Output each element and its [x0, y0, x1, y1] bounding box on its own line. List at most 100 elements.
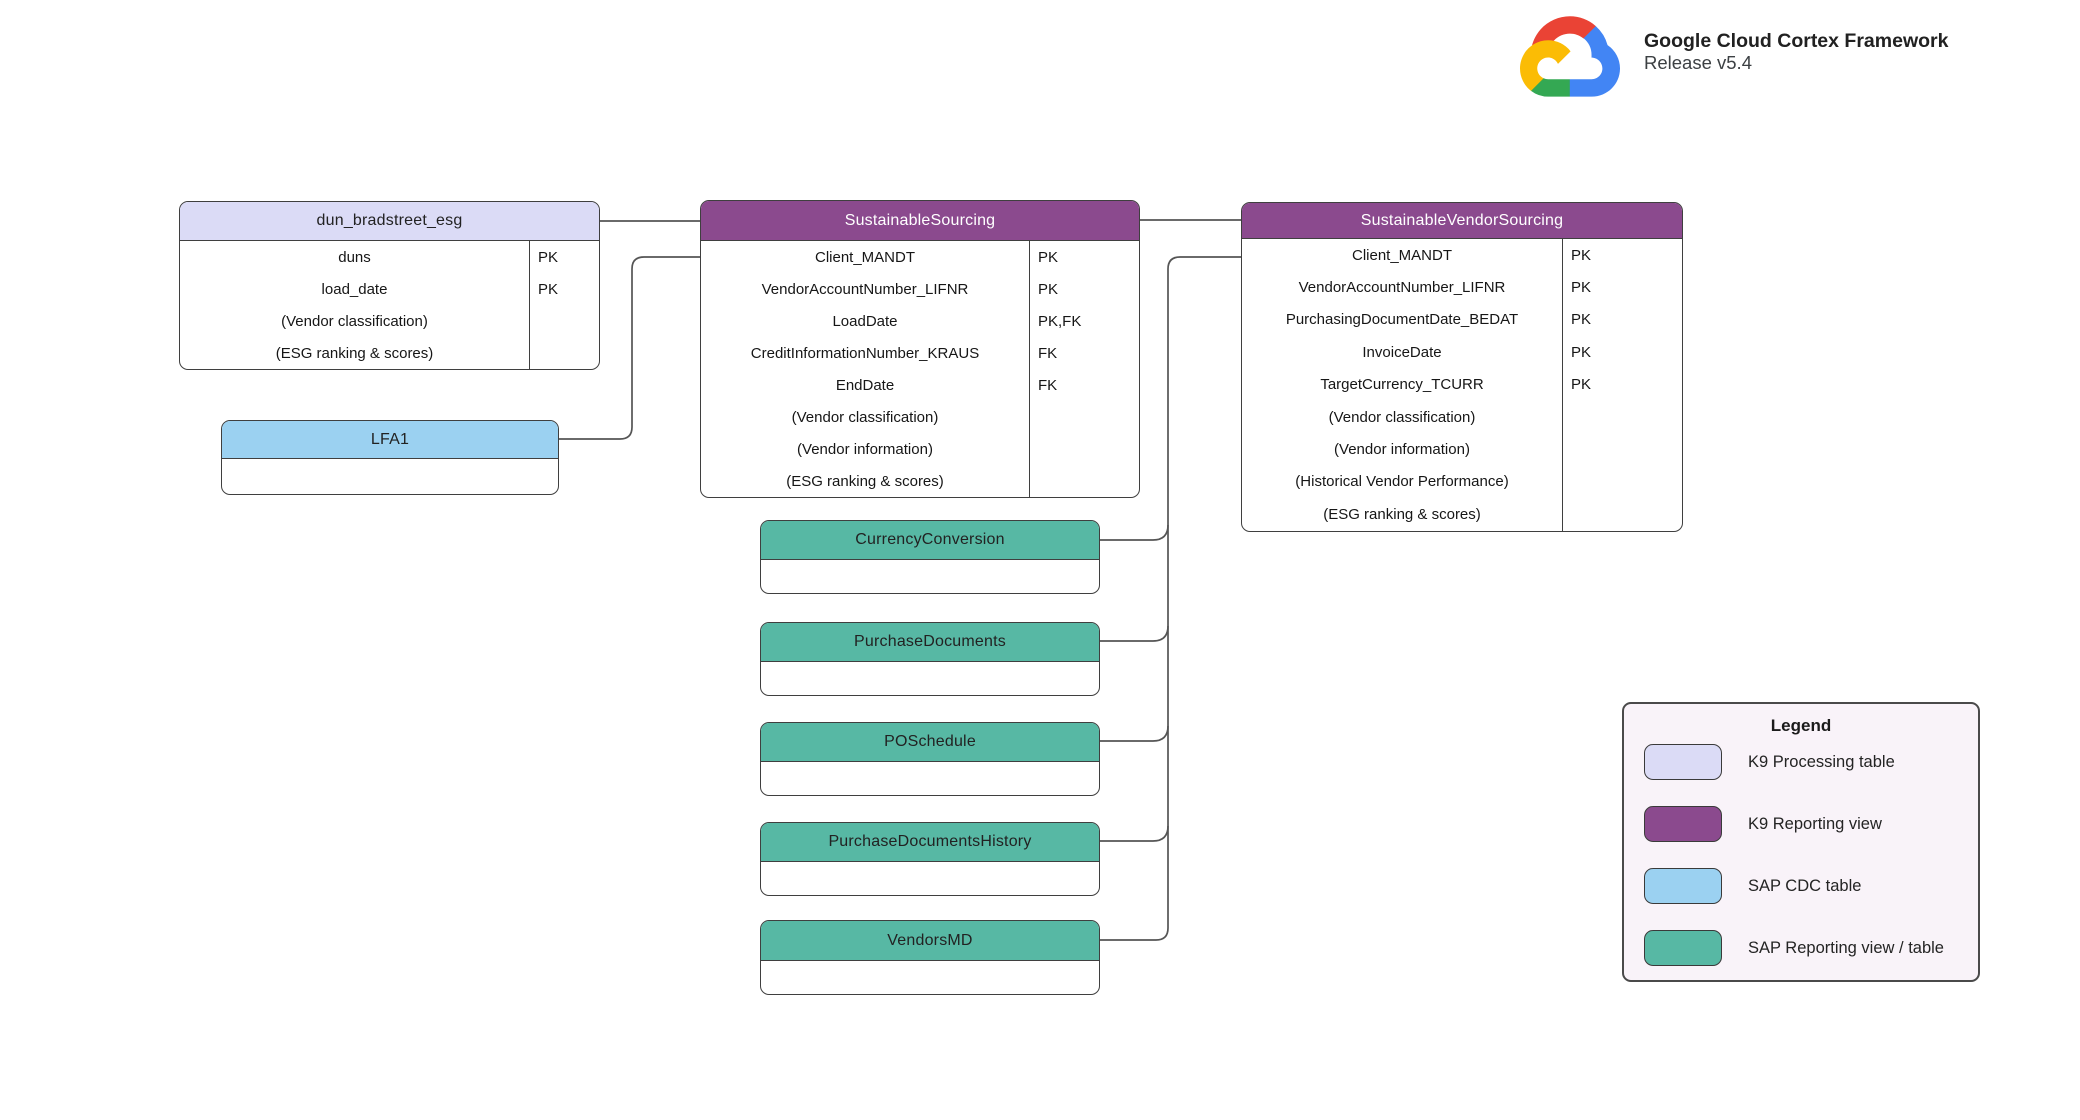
key-indicator — [529, 305, 599, 337]
field-name: LoadDate — [832, 312, 898, 330]
key-indicator — [1029, 401, 1139, 433]
field-name: TargetCurrency_TCURR — [1320, 376, 1484, 394]
connector-PurchaseDocuments-to-trunk — [1100, 625, 1169, 642]
legend-item-k9_reporting: K9 Reporting view — [1644, 806, 1882, 842]
brand-text: Google Cloud Cortex Framework Release v5… — [1644, 30, 1948, 74]
field-name: PurchasingDocumentDate_BEDAT — [1285, 311, 1519, 329]
table-body — [761, 961, 1099, 994]
legend-label: SAP Reporting view / table — [1748, 938, 1944, 957]
table-title-VendorsMD: VendorsMD — [761, 921, 1099, 961]
table-row: (Vendor classification) — [180, 305, 599, 337]
field-name: (Vendor classification) — [281, 312, 428, 330]
table-title-SustainableVendorSourcing: SustainableVendorSourcing — [1242, 203, 1682, 239]
key-indicator: PK — [529, 241, 599, 273]
table-row: (ESG ranking & scores) — [180, 337, 599, 369]
table-row: LoadDate PK,FK — [701, 305, 1139, 337]
key-indicator: PK,FK — [1029, 305, 1139, 337]
field-name — [222, 459, 558, 494]
table-PurchaseDocuments: PurchaseDocuments — [760, 622, 1100, 696]
table-row: EndDate FK — [701, 369, 1139, 401]
field-name: (ESG ranking & scores) — [1323, 505, 1481, 523]
table-VendorsMD: VendorsMD — [760, 920, 1100, 995]
legend-label: SAP CDC table — [1748, 876, 1862, 895]
table-title-LFA1: LFA1 — [222, 421, 558, 459]
table-title-CurrencyConversion: CurrencyConversion — [761, 521, 1099, 560]
table-row: (ESG ranking & scores) — [1242, 498, 1682, 531]
field-name: load_date — [321, 280, 388, 298]
legend-label: K9 Processing table — [1748, 752, 1895, 771]
connector-POSchedule-to-trunk — [1100, 725, 1169, 742]
legend-swatch-k9_processing — [1644, 744, 1722, 780]
table-row: (Vendor classification) — [1242, 400, 1682, 434]
table-row — [761, 762, 1099, 795]
key-indicator — [1562, 433, 1682, 466]
field-name: Client_MANDT — [814, 248, 916, 266]
legend-swatch-sap_reporting — [1644, 930, 1722, 966]
table-row: PurchasingDocumentDate_BEDAT PK — [1242, 303, 1682, 337]
field-name: (Vendor information) — [1334, 441, 1470, 459]
table-row: (Vendor information) — [1242, 433, 1682, 466]
key-indicator: PK — [1562, 368, 1682, 401]
connector-CurrencyConversion-to-trunk — [1100, 524, 1169, 541]
table-title-SustainableSourcing: SustainableSourcing — [701, 201, 1139, 241]
connector-PurchaseDocumentsHistory-to-trunk — [1100, 825, 1169, 842]
field-name: (Vendor information) — [797, 440, 933, 458]
field-name: VendorAccountNumber_LIFNR — [1298, 279, 1506, 297]
field-name: (Vendor classification) — [1328, 408, 1476, 426]
key-indicator: FK — [1029, 369, 1139, 401]
table-row: (Historical Vendor Performance) — [1242, 465, 1682, 499]
key-indicator — [1562, 400, 1682, 434]
field-name — [761, 961, 1099, 994]
table-row: duns PK — [180, 241, 599, 273]
legend-title: Legend — [1770, 716, 1832, 735]
table-row — [761, 560, 1099, 593]
table-body — [761, 662, 1099, 695]
table-title-POSchedule: POSchedule — [761, 723, 1099, 762]
table-body — [761, 762, 1099, 795]
field-name: (ESG ranking & scores) — [275, 344, 434, 362]
field-name: VendorAccountNumber_LIFNR — [761, 280, 969, 298]
table-PurchaseDocumentsHistory: PurchaseDocumentsHistory — [760, 822, 1100, 896]
table-row: TargetCurrency_TCURR PK — [1242, 368, 1682, 401]
table-row: (ESG ranking & scores) — [701, 465, 1139, 497]
key-indicator — [1029, 433, 1139, 465]
brand-title: Google Cloud Cortex Framework — [1644, 30, 1949, 52]
legend: Legend K9 Processing table K9 Reporting v… — [1622, 702, 1980, 982]
legend-item-sap_reporting: SAP Reporting view / table — [1644, 930, 1944, 966]
key-indicator — [1562, 465, 1682, 499]
field-name — [761, 662, 1099, 695]
table-row — [761, 961, 1099, 994]
field-name: EndDate — [835, 376, 895, 394]
legend-label: K9 Reporting view — [1748, 814, 1882, 833]
field-name: (Vendor classification) — [791, 408, 939, 426]
table-POSchedule: POSchedule — [760, 722, 1100, 796]
field-name: Client_MANDT — [1351, 246, 1453, 264]
key-indicator: PK — [1562, 303, 1682, 337]
table-row: (Vendor classification) — [701, 401, 1139, 433]
key-indicator — [1562, 498, 1682, 531]
key-indicator: PK — [1562, 271, 1682, 304]
field-name: (ESG ranking & scores) — [786, 472, 944, 490]
key-indicator: PK — [1562, 239, 1682, 272]
legend-swatch-sap_cdc — [1644, 868, 1722, 904]
table-body — [761, 560, 1099, 593]
table-CurrencyConversion: CurrencyConversion — [760, 520, 1100, 594]
table-body — [761, 862, 1099, 895]
key-indicator — [1029, 465, 1139, 497]
table-title-PurchaseDocumentsHistory: PurchaseDocumentsHistory — [761, 823, 1099, 862]
table-LFA1: LFA1 — [221, 420, 559, 495]
brand-subtitle: Release v5.4 — [1644, 52, 1752, 73]
key-indicator — [529, 337, 599, 369]
table-body: Client_MANDT PK VendorAccountNumber_LIFNR P… — [1242, 239, 1682, 531]
field-name: duns — [338, 248, 371, 266]
